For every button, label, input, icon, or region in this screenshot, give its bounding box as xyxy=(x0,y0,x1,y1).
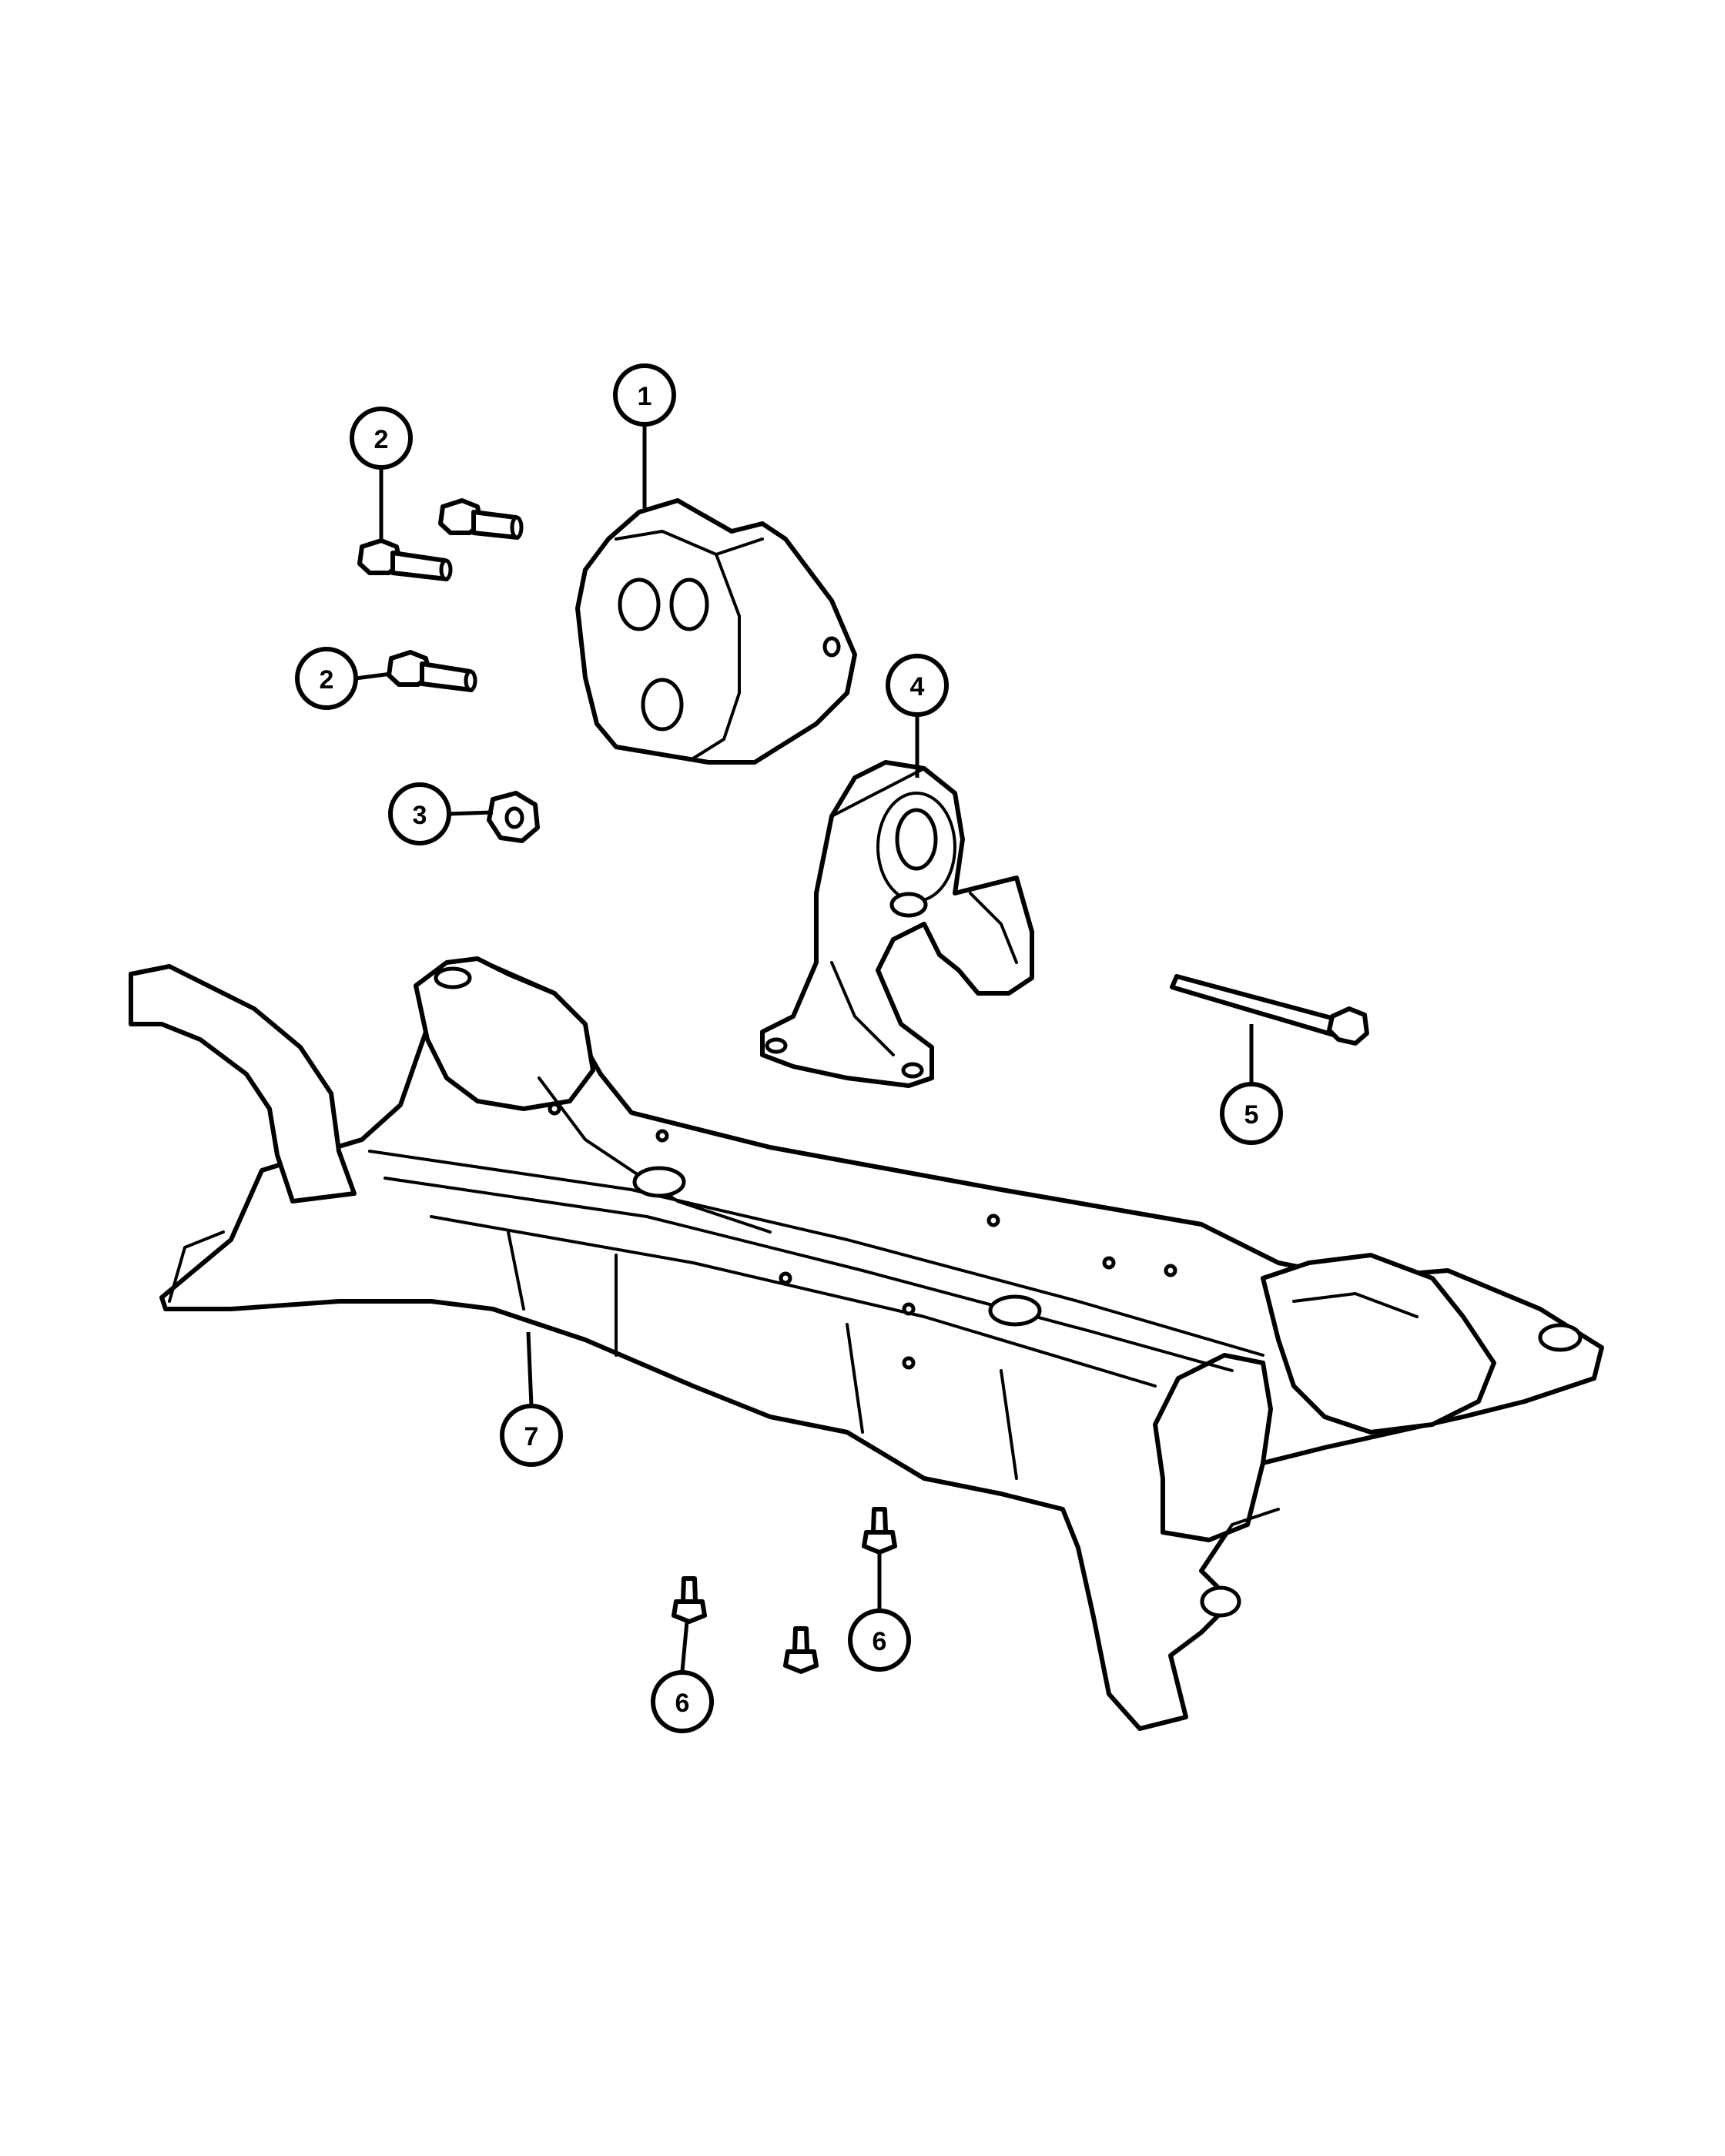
callout-7[interactable]: 7 xyxy=(500,1404,563,1467)
leader-lines xyxy=(355,426,1254,1672)
callout-1[interactable]: 1 xyxy=(613,363,676,427)
bolt-upper-part[interactable] xyxy=(438,498,524,540)
leader-6a xyxy=(680,1621,689,1672)
bolt-middle-part[interactable] xyxy=(357,538,453,581)
callout-6a[interactable]: 6 xyxy=(651,1670,714,1733)
callout-2b[interactable]: 2 xyxy=(295,647,358,710)
callout-5[interactable]: 5 xyxy=(1220,1082,1283,1145)
small-bolt-center-part[interactable] xyxy=(783,1626,819,1674)
leader-2b xyxy=(355,671,392,681)
callout-6a-label: 6 xyxy=(675,1689,690,1718)
callout-2b-label: 2 xyxy=(320,665,334,695)
callout-2a-label: 2 xyxy=(374,425,389,454)
callout-5-label: 5 xyxy=(1244,1100,1259,1130)
callout-7-label: 7 xyxy=(524,1422,539,1451)
leader-7 xyxy=(526,1331,534,1407)
callout-3-label: 3 xyxy=(413,801,427,830)
leader-3 xyxy=(447,810,494,816)
bolt-lower-part[interactable] xyxy=(387,650,477,692)
callout-4[interactable]: 4 xyxy=(886,654,949,717)
small-bolt-left-part[interactable] xyxy=(672,1576,707,1624)
crossmember-part[interactable] xyxy=(129,956,1604,1731)
engine-mount-bracket-part[interactable] xyxy=(575,498,857,765)
callout-3[interactable]: 3 xyxy=(388,782,451,845)
nut-part[interactable] xyxy=(487,791,540,843)
callout-4-label: 4 xyxy=(910,672,925,701)
transmission-mount-part[interactable] xyxy=(760,760,1034,1088)
callout-6b[interactable]: 6 xyxy=(848,1609,911,1672)
through-bolt-part[interactable] xyxy=(1170,974,1369,1046)
callout-2a[interactable]: 2 xyxy=(350,407,413,470)
small-bolt-right-part[interactable] xyxy=(862,1507,897,1555)
callout-1-label: 1 xyxy=(638,382,652,411)
callout-6b-label: 6 xyxy=(873,1627,887,1656)
